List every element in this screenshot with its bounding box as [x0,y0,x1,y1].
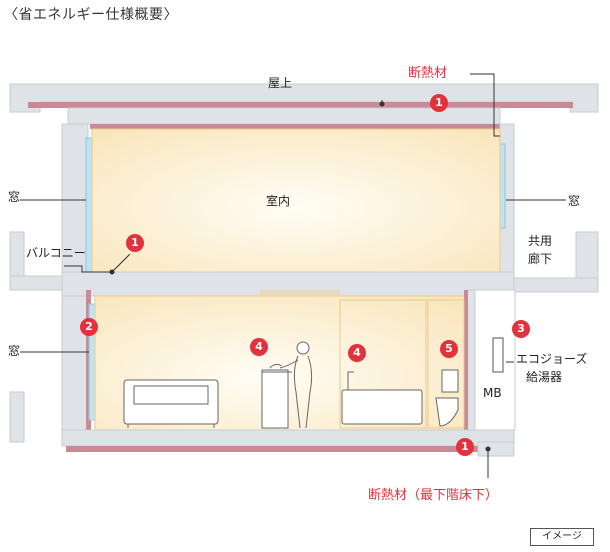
badge-floor-insulation: 1 [456,438,474,456]
window-label-right: 窓 [568,194,581,208]
indoor-label: 室内 [266,194,291,208]
window-label-left-upper: 窓 [8,190,21,204]
middle-slab-right-ext [513,277,599,293]
right-wall-lower [466,289,476,437]
mb-label: MB [483,386,502,400]
leader-lines [20,73,566,478]
left-wall-lower [61,295,89,437]
ecojoze-label-line2: 給湯器 [526,370,563,384]
ceiling-step [260,290,340,296]
rooftop-label: 屋上 [268,76,293,90]
badge-toilet: 5 [440,340,458,358]
sofa-icon [123,379,219,428]
badge-bath: 4 [348,344,366,362]
window-upper-right [499,143,506,229]
badge-window: 2 [80,318,98,336]
ecojoze-unit [492,337,504,373]
roof-insulation [28,102,573,108]
corridor-stub [575,231,599,285]
bath-room-box [339,299,427,429]
lower-left-balcony [9,391,25,443]
badge-roof-insulation: 1 [430,94,448,112]
bathtub-icon [341,371,423,425]
bottom-slab-right [477,441,515,457]
bottom-slab [61,429,515,447]
ecojoze-label-line1: エコジョーズ [516,352,588,366]
corridor-label-line2: 廊下 [528,252,553,266]
badge-balcony-insulation: 1 [126,234,144,252]
upper-room [91,128,501,273]
right-wall-insulation [464,290,468,436]
middle-slab-left-ext [9,275,63,291]
image-note-badge: イメージ [530,528,594,546]
page-title: 〈省エネルギー仕様概要〉 [4,7,178,23]
person-icon [279,341,313,429]
washbasin-icon [261,363,292,429]
balcony-label: バルコニー [26,246,86,260]
corridor-label-line1: 共用 [528,234,553,248]
badge-sink: 4 [250,338,268,356]
roof-inner-insulation [90,124,500,129]
window-label-left-lower: 窓 [8,344,21,358]
toilet-room-box [427,299,465,429]
insulation-lowest-label: 断熱材（最下階床下） [368,488,499,503]
toilet-icon [435,369,459,427]
window-upper-left [85,137,93,275]
badge-ecojoze: 3 [512,320,530,338]
insulation-label: 断熱材 [408,66,448,81]
bottom-insulation [66,446,478,452]
